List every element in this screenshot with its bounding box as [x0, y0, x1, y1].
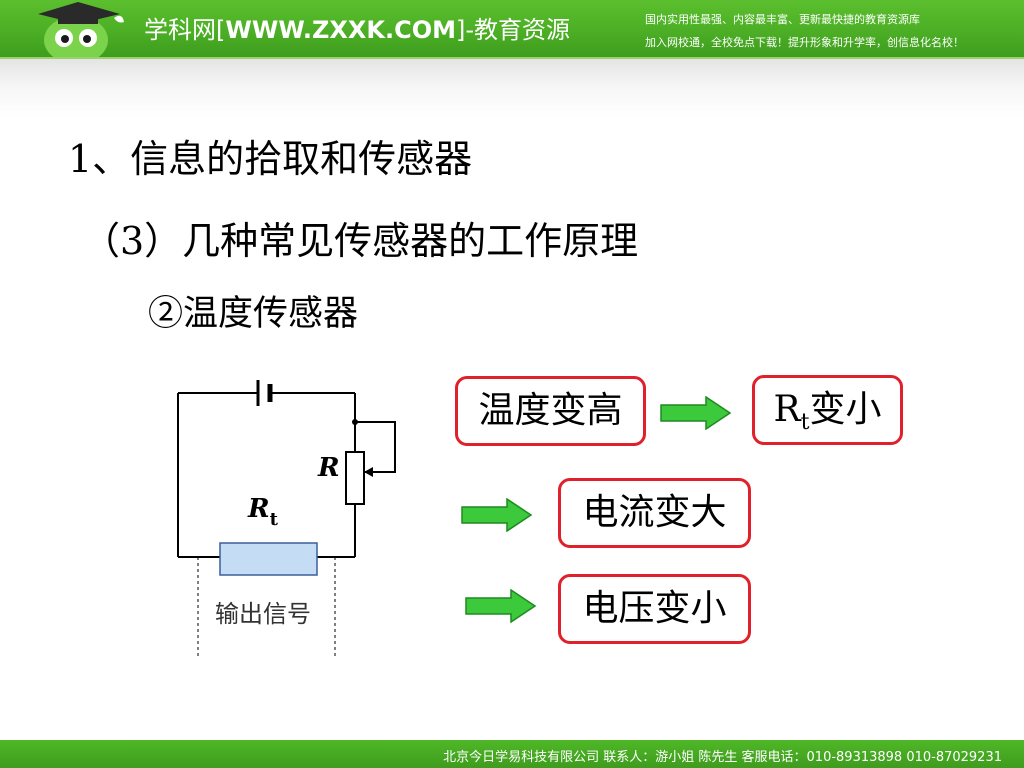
site-footer: 北京今日学易科技有限公司 联系人：游小姐 陈先生 客服电话：010-893138… — [0, 740, 1024, 768]
rheostat-arrow-icon — [364, 467, 373, 477]
slogan-line-1: 国内实用性最强、内容最丰富、更新最快捷的教育资源库 — [645, 13, 920, 26]
flow-box-voltage-decrease: 电压变小 — [558, 574, 751, 644]
header-shadow — [0, 59, 1024, 119]
site-name-prefix: 学科网[ — [144, 16, 226, 44]
circuit-diagram: R Rt 输出信号 — [177, 380, 396, 658]
resistor-label: R — [317, 453, 340, 483]
rheostat-slider-wire — [355, 421, 396, 473]
thermistor — [219, 542, 318, 576]
rheostat-resistor — [345, 451, 365, 505]
slide-heading-2: （3）几种常见传感器的工作原理 — [82, 219, 639, 263]
junction-dot — [352, 419, 358, 425]
flow-arrow-3-icon — [465, 589, 537, 623]
flow-box-rt-decrease: Rt变小 — [752, 375, 903, 445]
footer-contact-text: 北京今日学易科技有限公司 联系人：游小姐 陈先生 客服电话：010-893138… — [443, 750, 1002, 765]
flow-arrow-2-icon — [461, 498, 533, 532]
flow-box-temperature-rise: 温度变高 — [455, 376, 646, 446]
slide-heading-1: 1、信息的拾取和传感器 — [68, 137, 473, 181]
site-header: 学科网[WWW.ZXXK.COM]-教育资源 国内实用性最强、内容最丰富、更新最… — [0, 0, 1024, 59]
flow-arrow-1-icon — [660, 396, 732, 430]
output-signal-label: 输出信号 — [215, 600, 311, 628]
thermistor-label: Rt — [247, 494, 279, 530]
flow-box-current-increase: 电流变大 — [558, 478, 751, 548]
flow-text-voltage-decrease: 电压变小 — [582, 588, 727, 629]
mascot-logo-icon — [38, 2, 124, 57]
slogan-line-2: 加入网校通，全校免点下载！提升形象和升学率，创信息化名校！ — [645, 36, 964, 49]
flow-text-temperature-rise: 温度变高 — [478, 390, 623, 431]
flow-text-current-increase: 电流变大 — [582, 492, 727, 533]
slide-heading-3: ②温度传感器 — [148, 294, 359, 334]
site-name: 学科网[WWW.ZXXK.COM]-教育资源 — [144, 10, 570, 45]
flow-text-rt-decrease: Rt变小 — [773, 389, 882, 436]
site-name-suffix: ]-教育资源 — [455, 16, 571, 44]
site-url: WWW.ZXXK.COM — [225, 16, 456, 44]
